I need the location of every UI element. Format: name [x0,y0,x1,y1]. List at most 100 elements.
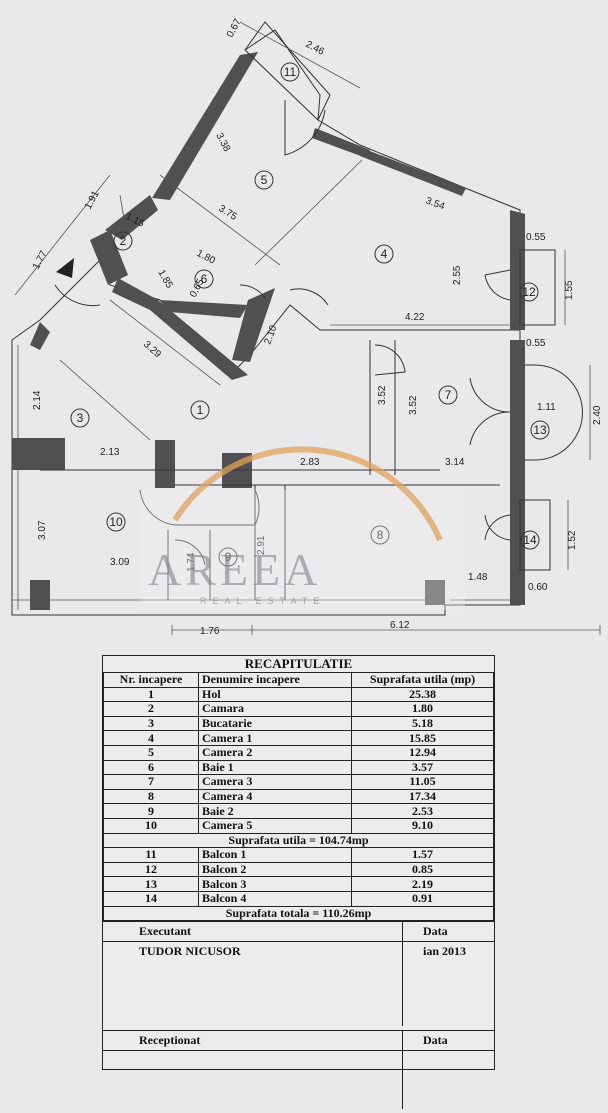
row-name: Hol [198,686,352,703]
dim-label: 3.09 [110,557,130,568]
executant-date: ian 2013 [423,944,467,959]
row-name: Balcon 3 [198,876,352,892]
row-nr: 12 [103,861,199,878]
dim-label: 1.52 [567,530,578,550]
row-nr: 7 [103,774,199,790]
receptionat-blank [103,1051,403,1110]
row-nr: 1 [103,686,199,703]
dim-label: 3.38 [213,131,232,154]
total-row: Suprafata totala = 110.26mp [103,905,494,922]
receptionat-header: Receptionat Data [103,1030,494,1051]
subtotal-row: Suprafata utila = 104.74mp [103,832,494,849]
dim-label: 2.14 [32,390,43,410]
dim-label: 1.11 [537,402,556,413]
room-number: 8 [377,528,384,542]
row-name: Camera 3 [198,774,352,790]
table-header: Nr. incapere Denumire incapere Suprafata… [103,672,494,688]
header-name: Denumire incapere [198,672,352,688]
dim-label: 2.46 [304,39,327,58]
room-number: 10 [109,515,123,529]
dim-label: 1.55 [564,280,575,300]
room-number: 3 [77,411,84,425]
room-number: 4 [381,247,388,261]
dim-label: 1.77 [31,249,50,272]
row-name: Balcon 1 [198,847,352,863]
dim-label: 3.07 [37,520,48,540]
row-nr: 6 [103,759,199,776]
executant-info: TUDOR NICUSOR ian 2013 [103,941,494,1030]
row-name: Baie 2 [198,803,352,819]
interior-lines [40,159,500,600]
room-number: 5 [261,173,268,187]
row-name: Camera 1 [198,730,352,746]
recap-title: RECAPITULATIE [244,656,353,671]
data-label-2: Data [423,1033,448,1048]
dim-label: 2.83 [300,457,320,468]
dim-label: 1.80 [195,248,218,267]
row-area: 25.38 [351,686,494,703]
dim-label: 1.91 [83,189,102,212]
header-area: Suprafata utila (mp) [351,672,494,688]
executant-label: Executant [103,922,403,942]
dim-label: 2.40 [592,405,603,425]
dim-label: 0.67 [225,17,244,40]
recap-table: RECAPITULATIE Nr. incapere Denumire inca… [102,655,495,1110]
dim-label: 2.13 [100,447,120,458]
walls [12,52,525,610]
executant-name: TUDOR NICUSOR [103,942,403,1027]
dim-label: 0.55 [526,338,546,349]
row-name: Camera 2 [198,744,352,761]
dim-label: 1.76 [200,626,220,637]
row-name: Camara [198,701,352,717]
row-nr: 4 [103,730,199,746]
row-area: 3.57 [351,759,494,776]
receptionat-info [103,1050,494,1113]
receptionat-label: Receptionat [103,1031,403,1051]
watermark-sub: REAL ESTATE [200,596,325,606]
executant-header: Executant Data [103,921,494,942]
row-area: 0.85 [351,861,494,878]
row-area: 17.34 [351,788,494,805]
dim-label: 1.85 [155,268,174,291]
dimension-lines [14,21,601,635]
doors [54,100,511,566]
dim-label: 3.14 [445,457,465,468]
row-area: 11.05 [351,774,494,790]
row-area: 5.18 [351,715,494,732]
total-text: Suprafata totala = 110.26mp [103,905,494,922]
room-number: 14 [523,533,537,547]
row-nr: 10 [103,817,199,834]
row-nr: 2 [103,701,199,717]
dim-label: 3.52 [408,395,419,415]
row-area: 1.80 [351,701,494,717]
row-area: 12.94 [351,744,494,761]
dim-label: 4.22 [405,312,425,323]
room-number: 12 [522,285,536,299]
area-table: Nr. incapere Denumire incapere Suprafata… [103,672,494,922]
row-area: 0.91 [351,890,494,907]
row-name: Baie 1 [198,759,352,776]
row-nr: 5 [103,744,199,761]
dim-label: 3.29 [141,339,163,360]
dim-label: 2.55 [452,265,463,285]
dim-label: 3.54 [424,195,446,212]
dim-label: 2.10 [262,324,279,346]
row-nr: 13 [103,876,199,892]
row-nr: 8 [103,788,199,805]
row-area: 1.57 [351,847,494,863]
row-area: 15.85 [351,730,494,746]
room-number: 1 [197,403,204,417]
dim-label: 0.55 [526,232,546,243]
dim-label: 1.74 [186,552,197,572]
